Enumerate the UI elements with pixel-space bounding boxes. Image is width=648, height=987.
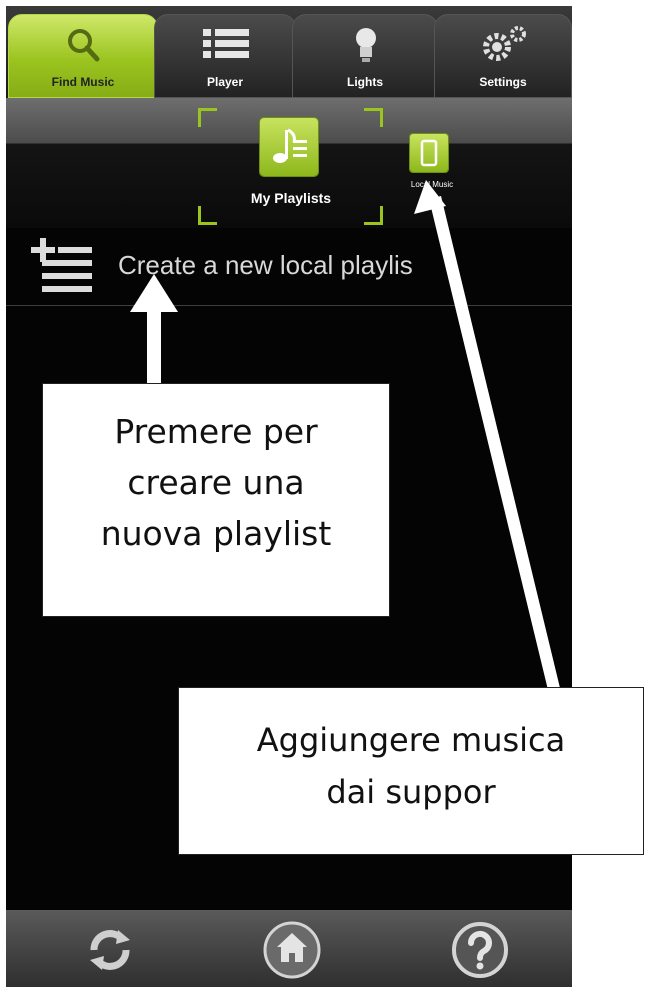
tab-label: Player (206, 75, 244, 89)
tab-settings[interactable]: Settings (434, 14, 572, 98)
list-icon (203, 29, 249, 58)
refresh-icon (90, 930, 130, 970)
phone-icon (420, 139, 438, 167)
local-music-button[interactable] (410, 134, 448, 172)
callout-line: Aggiungere musica (256, 721, 566, 759)
add-list-icon (31, 238, 92, 292)
callout-line: Premere per (114, 412, 318, 451)
create-playlist-item[interactable]: Create a new local playlis (6, 228, 572, 306)
callout-add-music: Aggiungere musica dai suppor (178, 687, 644, 855)
arrow-to-local-music (414, 180, 560, 690)
selection-bracket (364, 206, 383, 225)
callout-line: dai suppor (326, 773, 496, 811)
home-icon (263, 921, 321, 979)
gears-icon (483, 26, 526, 61)
my-playlists-label: My Playlists (250, 190, 332, 206)
help-button[interactable] (450, 920, 510, 980)
arrow-to-create-playlist (130, 274, 178, 388)
tab-label: Lights (347, 75, 383, 89)
bulb-icon (356, 28, 376, 62)
tab-find-music[interactable]: Find Music (8, 14, 158, 98)
source-selector: My Playlists Local Music (6, 98, 572, 228)
music-note-icon (273, 128, 307, 163)
tab-label: Find Music (51, 75, 115, 89)
tab-bar: Find Music Player Lights Sett (6, 6, 572, 98)
home-button[interactable] (262, 920, 322, 980)
my-playlists-button[interactable] (260, 118, 318, 176)
magnifier-icon (68, 29, 100, 62)
bottom-bar (6, 910, 572, 987)
selection-bracket (364, 108, 383, 127)
selection-bracket (198, 206, 217, 225)
local-music-label: Local Music (410, 180, 454, 189)
selection-bracket (198, 108, 217, 127)
tab-label: Settings (479, 75, 527, 89)
callout-create-playlist: Premere per creare una nuova playlist (42, 383, 390, 617)
create-playlist-label: Create a new local playlis (118, 250, 413, 280)
tab-lights[interactable]: Lights (292, 14, 438, 98)
callout-line: nuova playlist (100, 514, 332, 553)
tab-player[interactable]: Player (154, 14, 296, 98)
refresh-button[interactable] (80, 920, 140, 980)
callout-line: creare una (127, 463, 305, 502)
help-icon (452, 922, 508, 978)
